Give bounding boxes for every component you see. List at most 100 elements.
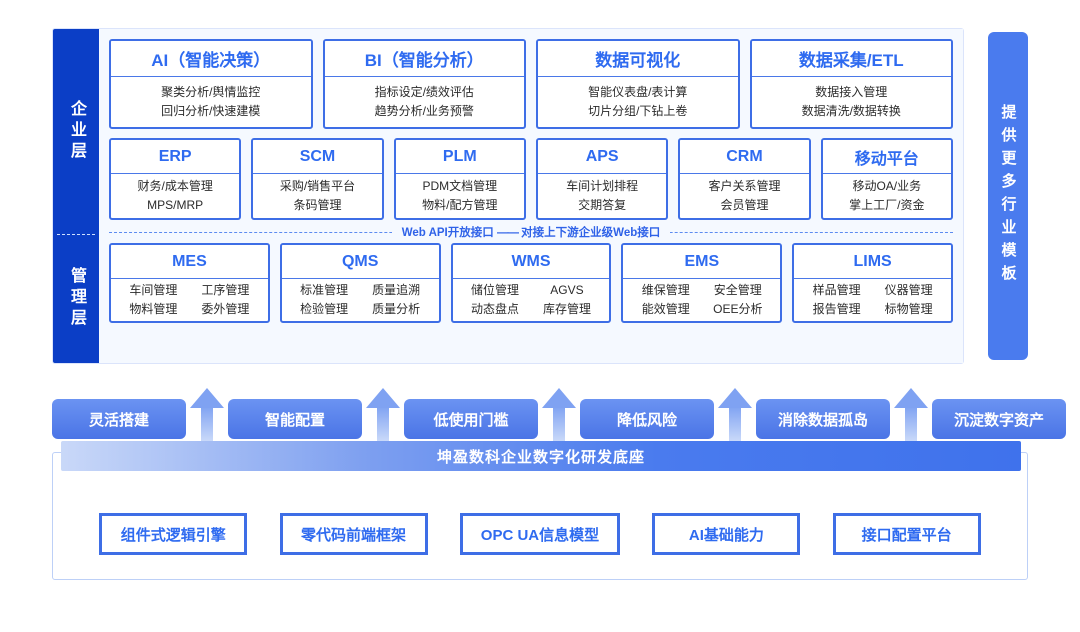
- card-cell: 样品管理: [812, 282, 861, 297]
- benefit-pill-flexible-build[interactable]: 灵活搭建: [52, 399, 186, 439]
- card-title: ERP: [111, 140, 240, 174]
- card-body: 储位管理 AGVS 动态盘点 库存管理: [453, 279, 610, 321]
- card-title: EMS: [623, 245, 781, 279]
- card-line-pair: 报告管理 标物管理: [798, 301, 947, 318]
- arrow-up-icon: [718, 388, 752, 450]
- benefit-pill-digital-assets[interactable]: 沉淀数字资产: [932, 399, 1066, 439]
- enterprise-row-business-systems: ERP 财务/成本管理 MPS/MRP SCM 采购/销售平台 条码管理 PLM: [109, 138, 953, 220]
- card-crm[interactable]: CRM 客户关系管理 会员管理: [678, 138, 811, 220]
- card-line: 智能仪表盘/表计算: [588, 84, 688, 99]
- benefit-pill-reduce-risk[interactable]: 降低风险: [580, 399, 714, 439]
- industry-template-bar[interactable]: 提供更多行业模板: [988, 32, 1028, 360]
- card-cell: 维保管理: [641, 282, 690, 297]
- card-bi[interactable]: BI（智能分析） 指标设定/绩效评估 趋势分析/业务预警: [322, 39, 526, 129]
- card-line-pair: 样品管理 仪器管理: [798, 282, 947, 299]
- card-line: 切片分组/下钻上卷: [588, 104, 688, 118]
- card-cell: 能效管理: [641, 302, 690, 316]
- card-title: WMS: [452, 245, 610, 279]
- platform-item-opcua-info-model[interactable]: OPC UA信息模型: [459, 513, 621, 555]
- arrow-shaft: [905, 406, 917, 450]
- card-scm[interactable]: SCM 采购/销售平台 条码管理: [251, 138, 384, 220]
- card-line-pair: 维保管理 安全管理: [627, 282, 776, 299]
- arrow-up-icon: [894, 388, 928, 450]
- card-line-pair: 车间管理 工序管理: [115, 282, 264, 299]
- card-plm[interactable]: PLM PDM文档管理 物料/配方管理: [393, 138, 526, 220]
- card-cell: 仪器管理: [884, 282, 933, 297]
- web-api-label: Web API开放接口 —— 对接上下游企业级Web接口: [391, 224, 671, 240]
- layer-divider: [57, 234, 95, 235]
- card-body: 智能仪表盘/表计算 切片分组/下钻上卷: [538, 77, 738, 127]
- card-mes[interactable]: MES 车间管理 工序管理 物料管理 委外管理: [109, 243, 270, 323]
- card-data-collection-etl[interactable]: 数据采集/ETL 数据接入管理 数据清洗/数据转换: [749, 39, 953, 129]
- platform-item-zero-code-frontend[interactable]: 零代码前端框架: [279, 513, 428, 555]
- card-cell: OEE分析: [713, 302, 763, 316]
- card-lims[interactable]: LIMS 样品管理 仪器管理 报告管理 标物管理: [792, 243, 953, 323]
- platform-item-api-config-platform[interactable]: 接口配置平台: [832, 513, 981, 555]
- card-line: 物料/配方管理: [422, 198, 498, 212]
- card-cell: 物料管理: [129, 302, 178, 316]
- card-wms[interactable]: WMS 储位管理 AGVS 动态盘点 库存管理: [450, 243, 612, 323]
- card-cell: 库存管理: [542, 302, 591, 316]
- arrow-up-icon: [366, 388, 400, 450]
- card-line: 掌上工厂/资金: [849, 198, 925, 212]
- card-cell: 标准管理: [300, 282, 349, 297]
- platform-banner-title: 坤盈数科企业数字化研发底座: [61, 441, 1021, 471]
- arrow-shaft: [553, 406, 565, 450]
- card-body: 维保管理 安全管理 能效管理 OEE分析: [623, 279, 780, 321]
- card-line: MPS/MRP: [147, 198, 204, 212]
- card-body: 标准管理 质量追溯 检验管理 质量分析: [282, 279, 439, 321]
- card-line: 财务/成本管理: [137, 178, 213, 193]
- card-line: 指标设定/绩效评估: [374, 84, 474, 99]
- platform-item-component-logic-engine[interactable]: 组件式逻辑引擎: [99, 513, 248, 555]
- card-line-pair: 物料管理 委外管理: [115, 301, 264, 318]
- card-cell: 检验管理: [300, 302, 349, 316]
- card-cell: 质量追溯: [372, 282, 421, 297]
- layer-label-management: 管理层: [68, 267, 85, 330]
- platform-items: 组件式逻辑引擎 零代码前端框架 OPC UA信息模型 AI基础能力 接口配置平台: [53, 489, 1027, 579]
- card-title: CRM: [680, 140, 809, 174]
- card-title: LIMS: [794, 245, 951, 279]
- card-cell: 安全管理: [713, 282, 762, 297]
- architecture-body: AI（智能决策） 聚类分析/舆情监控 回归分析/快速建模 BI（智能分析） 指标…: [99, 29, 963, 363]
- benefit-pill-smart-config[interactable]: 智能配置: [228, 399, 362, 439]
- card-body: 指标设定/绩效评估 趋势分析/业务预警: [325, 77, 525, 127]
- arrow-head: [366, 388, 400, 408]
- card-ai[interactable]: AI（智能决策） 聚类分析/舆情监控 回归分析/快速建模: [109, 39, 313, 129]
- architecture-panel: 企业层 管理层 AI（智能决策） 聚类分析/舆情监控 回归分析/快速建模 BI（…: [52, 28, 964, 364]
- card-qms[interactable]: QMS 标准管理 质量追溯 检验管理 质量分析: [279, 243, 441, 323]
- card-cell: 质量分析: [372, 302, 421, 316]
- card-cell: 储位管理: [470, 282, 519, 297]
- card-mobile-platform[interactable]: 移动平台 移动OA/业务 掌上工厂/资金: [820, 138, 953, 220]
- arrow-up-icon: [542, 388, 576, 450]
- layer-label-enterprise: 企业层: [68, 100, 85, 163]
- card-line-pair: 储位管理 AGVS: [457, 282, 606, 299]
- benefits-row: 灵活搭建 智能配置 低使用门槛 降低风险 消除数据孤岛 沉淀数字资产: [52, 388, 1066, 450]
- card-title: MES: [111, 245, 268, 279]
- card-cell: 动态盘点: [470, 302, 519, 316]
- card-cell: AGVS: [550, 282, 584, 297]
- card-data-visualization[interactable]: 数据可视化 智能仪表盘/表计算 切片分组/下钻上卷: [536, 39, 740, 129]
- card-body: 聚类分析/舆情监控 回归分析/快速建模: [111, 77, 311, 127]
- arrow-head: [718, 388, 752, 408]
- platform-panel: 坤盈数科企业数字化研发底座 组件式逻辑引擎 零代码前端框架 OPC UA信息模型…: [52, 441, 1028, 580]
- api-left-text: Web API开放接口: [401, 227, 494, 239]
- card-body: 样品管理 仪器管理 报告管理 标物管理: [794, 279, 951, 321]
- card-cell: 车间管理: [129, 282, 178, 297]
- card-body: 客户关系管理 会员管理: [680, 174, 808, 218]
- card-cell: 工序管理: [201, 282, 250, 297]
- arrow-shaft: [729, 406, 741, 450]
- web-api-divider: Web API开放接口 —— 对接上下游企业级Web接口: [109, 221, 953, 243]
- card-body: PDM文档管理 物料/配方管理: [396, 174, 524, 218]
- card-ems[interactable]: EMS 维保管理 安全管理 能效管理 OEE分析: [621, 243, 783, 323]
- card-line: 聚类分析/舆情监控: [161, 84, 261, 99]
- platform-item-ai-capability[interactable]: AI基础能力: [652, 513, 801, 555]
- benefit-pill-low-barrier[interactable]: 低使用门槛: [404, 399, 538, 439]
- card-title: 数据采集/ETL: [751, 41, 951, 77]
- card-body: 采购/销售平台 条码管理: [253, 174, 381, 218]
- card-cell: 标物管理: [884, 302, 933, 316]
- card-erp[interactable]: ERP 财务/成本管理 MPS/MRP: [109, 138, 242, 220]
- benefit-pill-remove-data-silos[interactable]: 消除数据孤岛: [756, 399, 890, 439]
- card-aps[interactable]: APS 车间计划排程 交期答复: [535, 138, 669, 220]
- card-body: 移动OA/业务 掌上工厂/资金: [823, 174, 951, 218]
- card-line: 移动OA/业务: [852, 178, 922, 193]
